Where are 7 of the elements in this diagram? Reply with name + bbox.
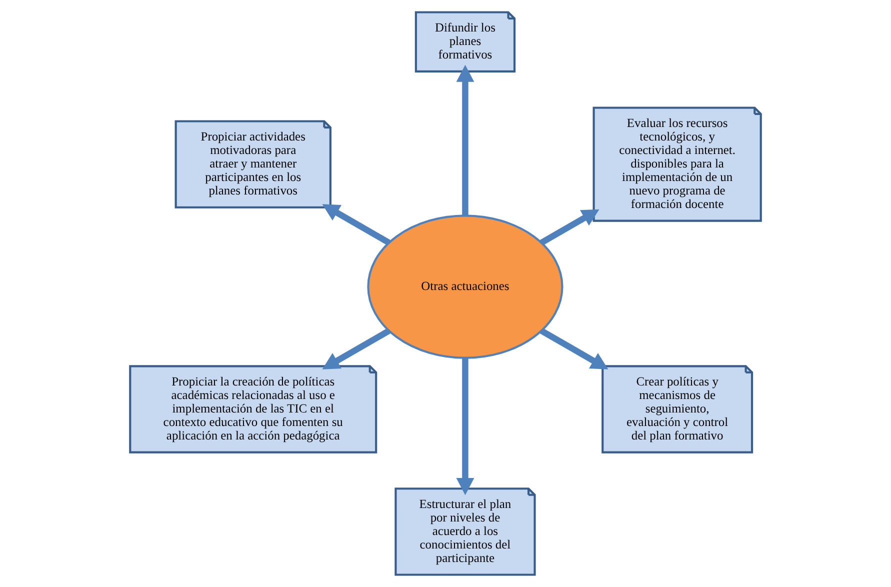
arrow: [322, 328, 390, 370]
arrow: [540, 328, 608, 370]
node-ellipse: Otras actuaciones: [367, 214, 564, 359]
arrow: [540, 209, 600, 246]
arrow: [456, 358, 474, 496]
arrow: [322, 204, 390, 246]
arrow: [456, 64, 474, 216]
